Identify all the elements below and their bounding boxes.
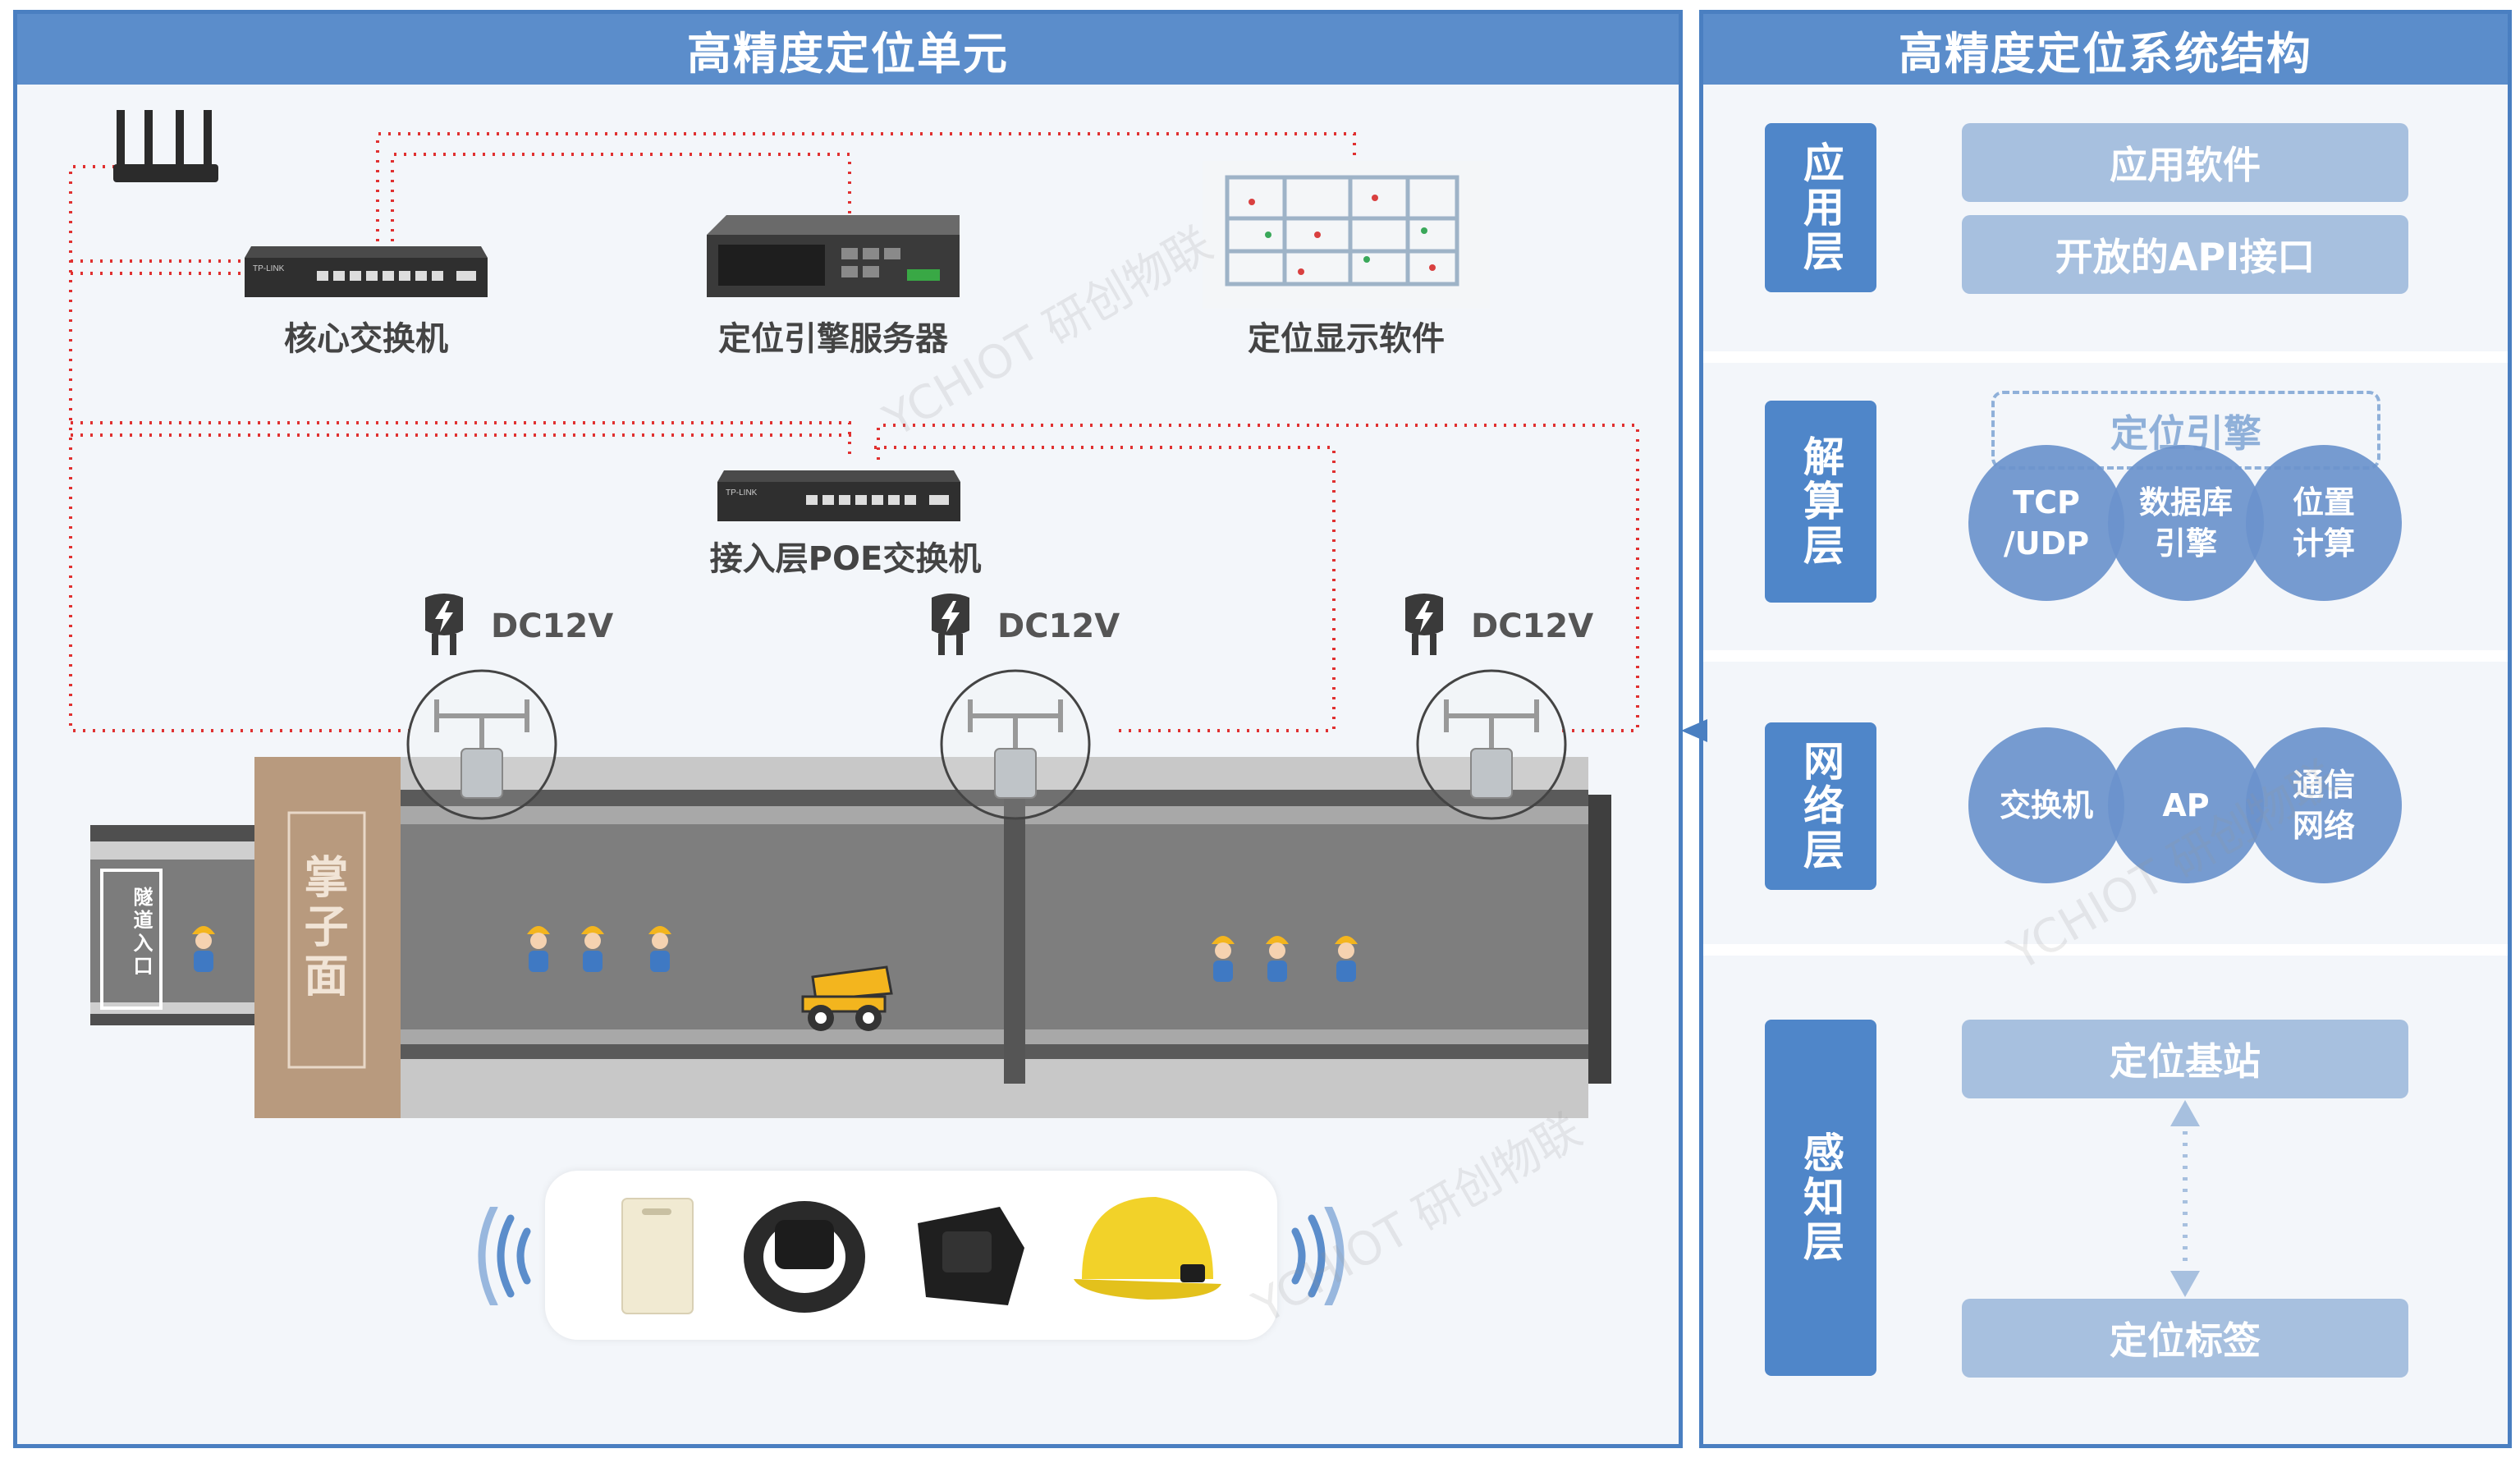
comm-network-circle: 通信 网络	[2246, 727, 2402, 883]
layer-separator	[1703, 944, 2508, 956]
tunnel-face-label: 掌子面	[296, 854, 348, 1002]
base-station-icon	[1416, 669, 1567, 820]
bidirectional-arrow-icon	[2170, 1100, 2200, 1297]
system-structure-title: 高精度定位系统结构	[1703, 14, 2508, 85]
helmet-tag-icon	[1074, 1197, 1221, 1300]
tunnel-entrance-label: 隧道入口	[130, 887, 153, 979]
ap-circle: AP	[2108, 727, 2264, 883]
display-software-label: 定位显示软件	[1248, 320, 1445, 358]
wristband-tag-icon	[744, 1201, 865, 1313]
map-display-icon	[1203, 161, 1490, 309]
power-label-3: DC12V	[1471, 608, 1594, 645]
svg-text:TP-LINK: TP-LINK	[253, 264, 285, 273]
power-label-2: DC12V	[997, 608, 1120, 645]
worker-icon	[527, 926, 550, 972]
layer-separator	[1703, 351, 2508, 363]
perception-layer-label: 感知层	[1765, 1020, 1876, 1376]
base-station-icon	[940, 669, 1091, 820]
worker-icon	[192, 926, 215, 972]
application-layer-label: 应用层	[1765, 123, 1876, 292]
worker-icon	[648, 926, 671, 972]
engine-server-label: 定位引擎服务器	[718, 320, 948, 358]
tag-item: 定位标签	[1962, 1299, 2408, 1378]
network-layer-label: 网络层	[1765, 722, 1876, 890]
signal-right-icon	[1291, 1207, 1345, 1305]
poe-switch-icon: TP-LINK	[717, 470, 960, 521]
core-switch-label: 核心交换机	[284, 320, 448, 358]
compute-layer-label: 解算层	[1765, 401, 1876, 603]
poe-switch-label: 接入层POE交换机	[709, 540, 982, 578]
tcp-udp-circle: TCP /UDP	[1968, 445, 2124, 601]
layer-separator	[1703, 650, 2508, 662]
mining-truck-icon	[801, 965, 893, 1031]
svg-text:TP-LINK: TP-LINK	[726, 488, 758, 497]
app-software-item: 应用软件	[1962, 123, 2408, 202]
worker-icon	[1266, 936, 1289, 982]
switch-circle: 交换机	[1968, 727, 2124, 883]
signal-left-icon	[478, 1207, 531, 1305]
network-wiring	[69, 132, 1639, 732]
badge-tag-icon	[918, 1207, 1024, 1305]
open-api-item: 开放的API接口	[1962, 215, 2408, 294]
engine-server-icon	[707, 215, 960, 297]
power-plug-icon	[932, 594, 969, 655]
card-tag-icon	[621, 1198, 694, 1314]
position-calc-circle: 位置 计算	[2246, 445, 2402, 601]
power-plug-icon	[425, 594, 463, 655]
positioning-unit-title: 高精度定位单元	[17, 14, 1679, 85]
worker-icon	[1212, 936, 1235, 982]
db-engine-circle: 数据库 引擎	[2108, 445, 2264, 601]
worker-icon	[1335, 936, 1358, 982]
base-station-item: 定位基站	[1962, 1020, 2408, 1098]
router-icon	[113, 110, 218, 182]
worker-icon	[581, 926, 604, 972]
base-station-icon	[406, 669, 557, 820]
link-arrow-icon	[1681, 719, 1707, 742]
power-label-1: DC12V	[491, 608, 614, 645]
core-switch-icon: TP-LINK	[245, 246, 488, 297]
power-plug-icon	[1405, 594, 1443, 655]
